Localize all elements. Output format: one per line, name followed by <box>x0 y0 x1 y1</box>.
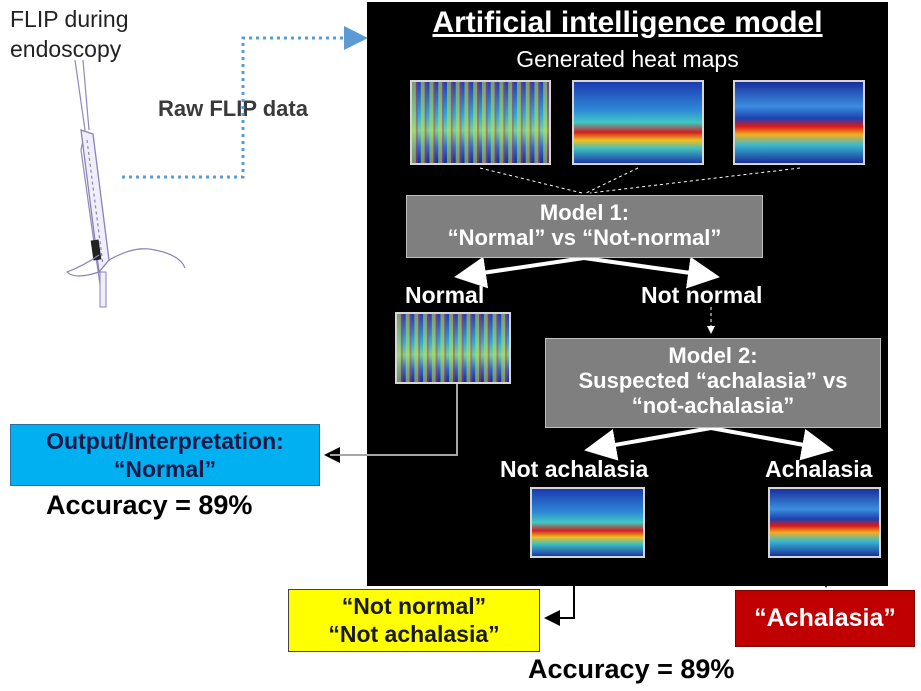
model1-box: Model 1: “Normal” vs “Not-normal” <box>406 195 763 258</box>
heat-map-normal-result <box>395 312 511 384</box>
model2-title: Model 2: <box>668 343 758 368</box>
flip-catheter-illustration <box>55 59 195 310</box>
panel-title: Artificial intelligence model <box>432 6 823 39</box>
source-label-line1: FLIP during <box>10 6 129 32</box>
raw-data-label: Raw FLIP data <box>158 96 308 121</box>
output-not-normal-line1: “Not normal” <box>341 593 487 619</box>
heat-map-achalasia-result <box>768 487 881 558</box>
branch2-achalasia-label: Achalasia <box>765 456 873 482</box>
branch1-normal-label: Normal <box>405 282 485 308</box>
source-label-line2: endoscopy <box>10 36 122 62</box>
output-normal-box: Output/Interpretation: “Normal” <box>10 424 320 486</box>
output-achalasia-box: “Achalasia” <box>735 590 915 647</box>
model2-description-line2: “not-achalasia” <box>631 393 795 418</box>
accuracy-normal: Accuracy = 89% <box>46 490 253 520</box>
output-not-normal-box: “Not normal” “Not achalasia” <box>288 589 540 652</box>
model1-description: “Normal” vs “Not-normal” <box>447 225 722 250</box>
accuracy-bottom: Accuracy = 89% <box>528 654 735 684</box>
branch1-not-normal-label: Not normal <box>641 282 763 308</box>
output-not-normal-line2: “Not achalasia” <box>328 621 500 647</box>
heat-map-not-achalasia-sample <box>572 80 704 165</box>
branch2-not-achalasia-label: Not achalasia <box>500 456 649 482</box>
heat-map-not-achalasia-result <box>530 487 645 558</box>
output-achalasia-label: “Achalasia” <box>754 604 896 632</box>
model2-description-line1: Suspected “achalasia” vs <box>578 368 848 393</box>
heat-map-achalasia-sample <box>733 80 865 165</box>
output-normal-value: “Normal” <box>113 456 217 482</box>
model1-title: Model 1: <box>539 200 630 225</box>
output-normal-title: Output/Interpretation: <box>46 428 284 454</box>
panel-subtitle: Generated heat maps <box>516 46 739 72</box>
model2-box: Model 2: Suspected “achalasia” vs “not-a… <box>545 338 881 428</box>
heat-map-normal-sample <box>410 80 551 165</box>
